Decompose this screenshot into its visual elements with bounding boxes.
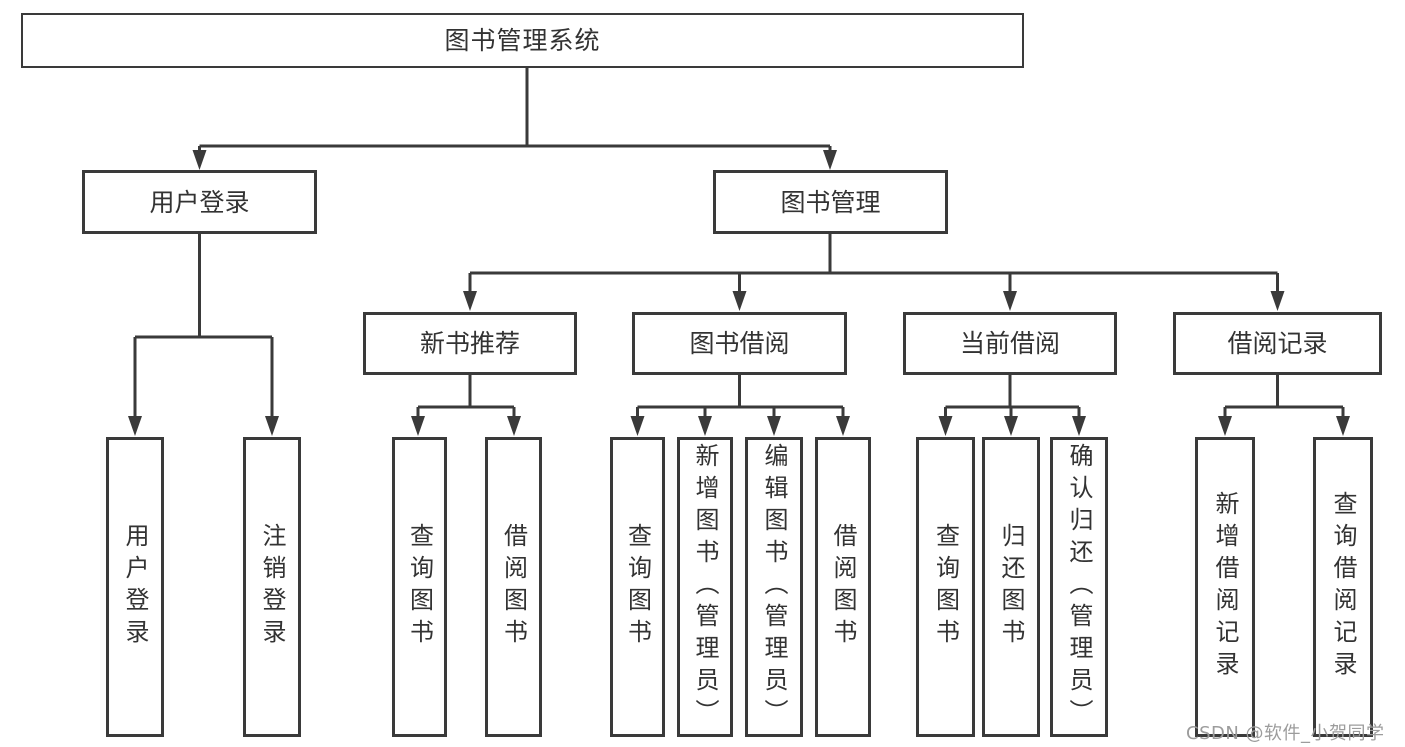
node-book-borrowing: 图书借阅 bbox=[632, 312, 847, 375]
leaf-query-books-1: 查询图书 bbox=[392, 437, 447, 737]
leaf-borrow-books-2: 借阅图书 bbox=[815, 437, 871, 737]
node-current-borrowing: 当前借阅 bbox=[903, 312, 1117, 375]
leaf-add-borrow-record: 新增借阅记录 bbox=[1195, 437, 1255, 737]
node-borrowing-records: 借阅记录 bbox=[1173, 312, 1382, 375]
leaf-logout-login: 注销登录 bbox=[243, 437, 301, 737]
watermark-text: CSDN @软件_小贺同学 bbox=[1186, 723, 1385, 744]
leaf-edit-books-admin: 编辑图书（管理员） bbox=[745, 437, 803, 737]
node-root: 图书管理系统 bbox=[21, 13, 1024, 68]
node-new-book-recommendation: 新书推荐 bbox=[363, 312, 577, 375]
leaf-user-login: 用户登录 bbox=[106, 437, 164, 737]
leaf-add-books-admin: 新增图书（管理员） bbox=[677, 437, 733, 737]
leaf-query-borrow-record: 查询借阅记录 bbox=[1313, 437, 1373, 737]
leaf-query-books-2: 查询图书 bbox=[610, 437, 665, 737]
leaf-query-books-3: 查询图书 bbox=[916, 437, 975, 737]
leaf-confirm-return-admin: 确认归还（管理员） bbox=[1050, 437, 1108, 737]
node-user-login: 用户登录 bbox=[82, 170, 317, 234]
node-book-management: 图书管理 bbox=[713, 170, 948, 234]
leaf-borrow-books-1: 借阅图书 bbox=[485, 437, 542, 737]
leaf-return-books: 归还图书 bbox=[982, 437, 1040, 737]
